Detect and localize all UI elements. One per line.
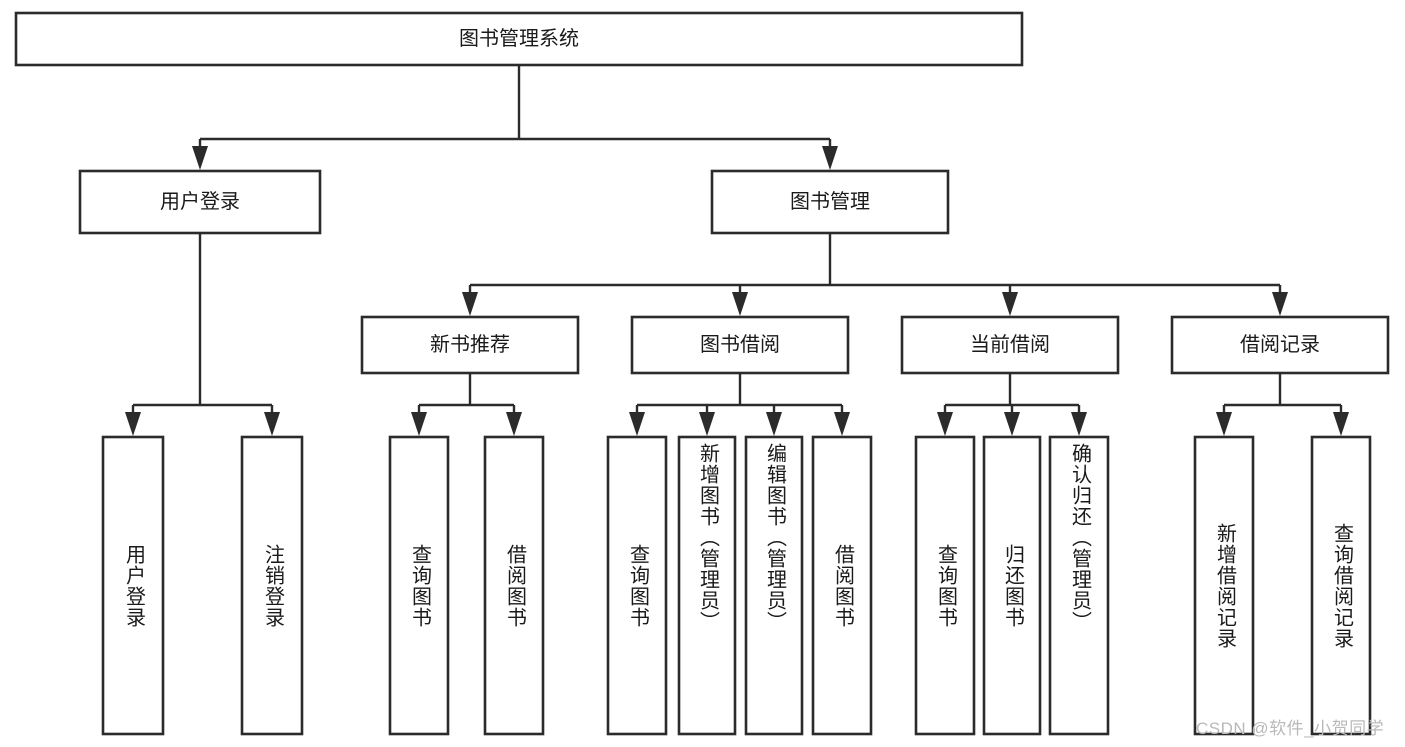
node-box-leaf_c_0[interactable] — [914, 435, 976, 736]
node-box-leaf_b_2[interactable] — [744, 435, 804, 736]
watermark: CSDN @软件_小贺同学 — [1196, 719, 1385, 738]
node-box-l2_0[interactable] — [78, 169, 322, 235]
node-box-leaf_a_0[interactable] — [388, 435, 450, 736]
node-box-leaf_b_3[interactable] — [811, 435, 873, 736]
node-box-leaf_u_0[interactable] — [101, 435, 165, 736]
node-box-l3_0[interactable] — [360, 315, 580, 375]
node-box-l3_1[interactable] — [630, 315, 850, 375]
edge-layer — [125, 65, 1349, 436]
node-box-leaf_b_0[interactable] — [606, 435, 668, 736]
node-box-l3_2[interactable] — [900, 315, 1120, 375]
node-box-leaf_c_1[interactable] — [982, 435, 1042, 736]
node-box-leaf_a_1[interactable] — [483, 435, 545, 736]
box-layer — [14, 11, 1390, 736]
node-box-leaf_c_2[interactable] — [1048, 435, 1110, 736]
node-box-leaf_d_1[interactable] — [1310, 435, 1372, 736]
node-box-l3_3[interactable] — [1170, 315, 1390, 375]
node-box-leaf_d_0[interactable] — [1193, 435, 1255, 736]
node-box-leaf_b_1[interactable] — [677, 435, 737, 736]
node-box-l2_1[interactable] — [710, 169, 950, 235]
node-box-leaf_u_1[interactable] — [240, 435, 304, 736]
node-box-root[interactable] — [14, 11, 1024, 67]
